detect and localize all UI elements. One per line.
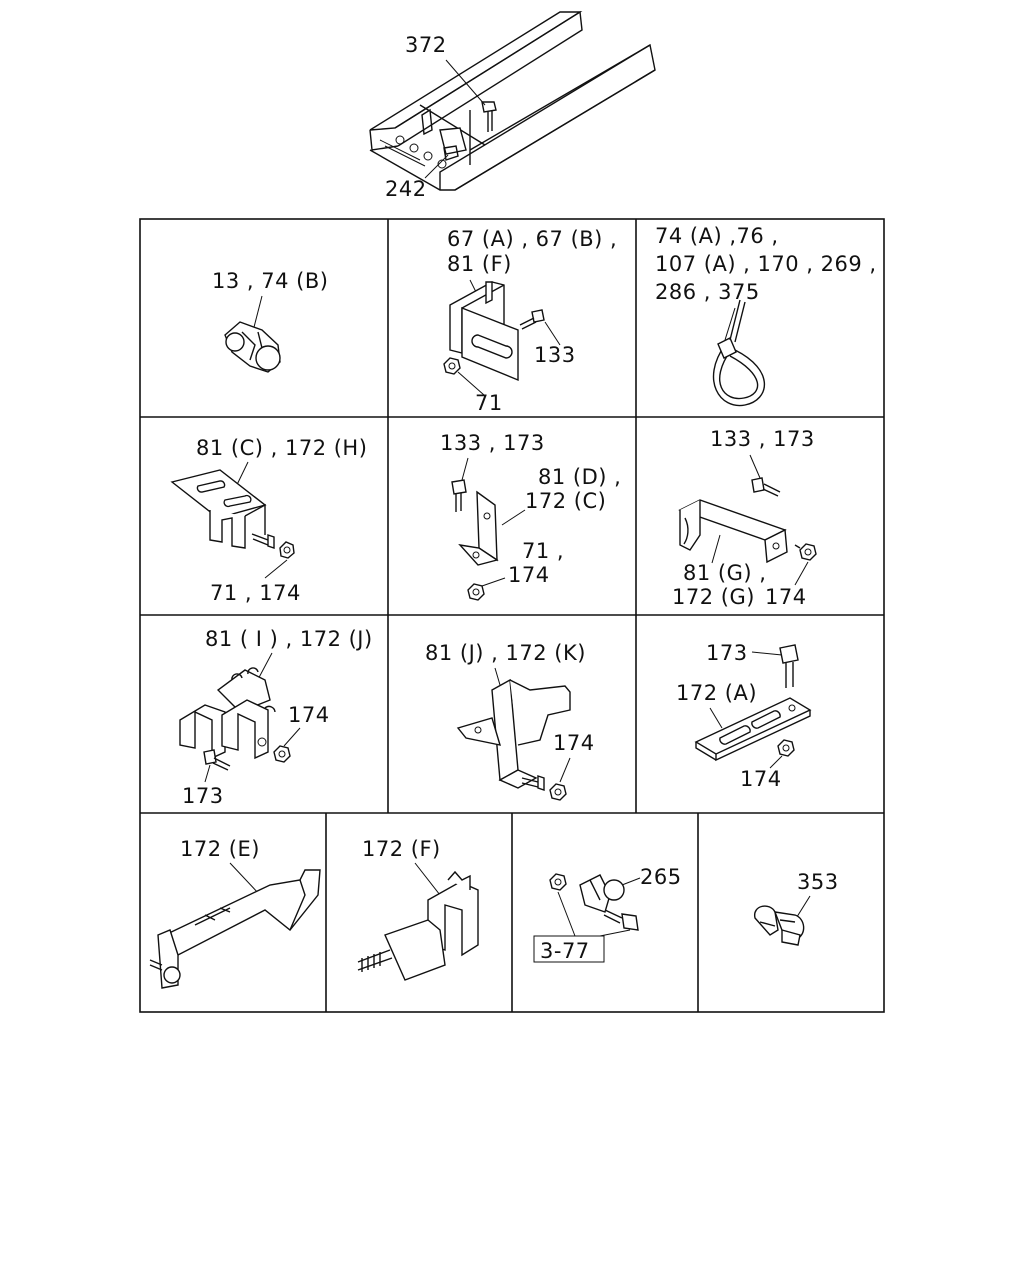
callout-372: 372 (405, 33, 447, 57)
callout-133-173-g: 133 , 173 (710, 427, 815, 451)
clamp-265-illustration (549, 873, 639, 931)
bolt-nut-174-j (521, 775, 567, 801)
bolt-173-i (203, 749, 231, 771)
nut-71 (443, 357, 461, 375)
cell-9: 173 172 (A) 174 (676, 641, 812, 791)
callout-133: 133 (534, 343, 576, 367)
callout-67a-67b: 67 (A) , 67 (B) , (447, 227, 617, 251)
cell-11: 172 (F) (357, 837, 479, 981)
reference-box-3-77 (533, 935, 605, 963)
bolt-133-173-g (751, 477, 781, 497)
callout-81i-172j: 81 ( I ) , 172 (J) (205, 627, 373, 651)
cell-3: 74 (A) ,76 , 107 (A) , 170 , 269 , 286 ,… (655, 224, 877, 407)
clip-13-illustration (224, 321, 281, 373)
cell-5: 133 , 173 81 (D) , 172 (C) 71 , 174 (440, 431, 621, 601)
nut-174-a (777, 739, 795, 757)
callout-81j-172k: 81 (J) , 172 (K) (425, 641, 586, 665)
cell-4: 81 (C) , 172 (H) 71 , 174 (170, 436, 367, 605)
callout-174-g: 174 (765, 585, 807, 609)
leader-372 (445, 59, 486, 106)
callout-353: 353 (797, 870, 839, 894)
callout-286-375: 286 , 375 (655, 280, 760, 304)
callout-74a-76: 74 (A) ,76 , (655, 224, 779, 248)
long-bracket-172e-illustration (149, 869, 321, 989)
nut-174-g (794, 543, 817, 561)
nut-174-i (273, 745, 291, 763)
bolt-133 (519, 309, 545, 330)
cable-tie-illustration (712, 299, 766, 407)
nut-174-d (467, 583, 485, 601)
callout-172e: 172 (E) (180, 837, 260, 861)
frame-rail-illustration (369, 10, 656, 191)
stud-bracket-172f-illustration (357, 870, 479, 981)
callout-81d: 81 (D) , (538, 465, 621, 489)
callout-174-i: 174 (288, 703, 330, 727)
parts-grid (139, 218, 885, 1013)
reference-3-77: 3-77 (540, 939, 590, 963)
bolt-173-a (779, 644, 799, 688)
callout-13-74b: 13 , 74 (B) (212, 269, 328, 293)
bracket-67-illustration (449, 281, 519, 382)
callout-173-a: 173 (706, 641, 748, 665)
cell-1: 13 , 74 (B) (212, 269, 328, 373)
callout-172c: 172 (C) (525, 489, 606, 513)
cell-12: 265 3-77 (533, 865, 682, 963)
callout-242: 242 (385, 177, 427, 201)
slotted-plate-172a-illustration (694, 697, 812, 762)
bolt-133-173-d (451, 479, 467, 512)
callout-174-d: 174 (508, 563, 550, 587)
bracket-81c-illustration (170, 469, 267, 549)
callout-172f: 172 (F) (362, 837, 441, 861)
callout-107a-170-269: 107 (A) , 170 , 269 , (655, 252, 877, 276)
callout-71: 71 (475, 391, 503, 415)
cell-7: 81 ( I ) , 172 (J) 174 173 (179, 627, 373, 808)
cell-13: 353 (754, 870, 839, 946)
cell-2: 67 (A) , 67 (B) , 81 (F) 133 71 (443, 227, 617, 415)
callout-81f: 81 (F) (447, 252, 512, 276)
callout-71-174: 71 , 174 (210, 581, 301, 605)
callout-265: 265 (640, 865, 682, 889)
cell-8: 81 (J) , 172 (K) 174 (425, 641, 595, 801)
callout-174-a: 174 (740, 767, 782, 791)
callout-133-173-d: 133 , 173 (440, 431, 545, 455)
bolt-and-nut-71-174 (251, 533, 295, 559)
double-bracket-81i-illustration (179, 667, 276, 760)
callout-173-i: 173 (182, 784, 224, 808)
long-bracket-81g-illustration (678, 499, 788, 564)
bent-bracket-81j-illustration (456, 678, 571, 789)
callout-81c-172h: 81 (C) , 172 (H) (196, 436, 367, 460)
leader-242 (424, 154, 449, 179)
callout-174-j: 174 (553, 731, 595, 755)
callout-172g: 172 (G) (672, 585, 755, 609)
cell-6: 133 , 173 81 (G) , 172 (G) 174 (672, 427, 817, 609)
callout-81g: 81 (G) , (683, 561, 766, 585)
clip-353-illustration (754, 905, 805, 946)
cell-10: 172 (E) (149, 837, 321, 989)
callout-71-d: 71 , (522, 539, 564, 563)
angle-bracket-81d-illustration (458, 490, 499, 566)
callout-172a: 172 (A) (676, 681, 757, 705)
